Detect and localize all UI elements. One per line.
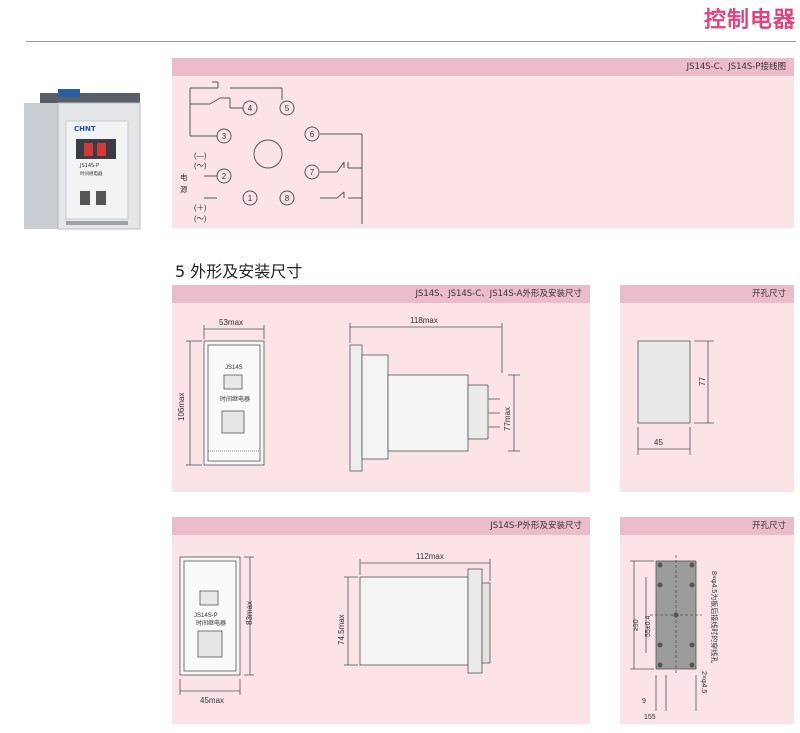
cutout-p-holes-note: 8×φ4.5为板后接线时的穿线孔 — [710, 571, 719, 663]
cutout-p-dim-55: 55±0.4 — [645, 616, 652, 637]
photo-brand: CHNT — [74, 125, 96, 133]
cutout-p-dim-90: ≥90 — [633, 619, 640, 631]
minus-ac-label: (～) — [194, 161, 207, 170]
wiring-diagram: 4 5 3 6 2 7 1 8 (—) (～) 电 源 (＋) (～) — [180, 81, 363, 224]
cutout-p-dim-9: 9 — [642, 698, 646, 705]
cutout-panel-a: 开孔尺寸 45 77 — [620, 285, 794, 492]
plus-label: (＋) — [194, 203, 207, 212]
dims-panel-a-title: JS14S、JS14S-C、JS14S-A外形及安装尺寸 — [172, 285, 590, 303]
dev-p-model: JS14S-P — [194, 613, 218, 619]
photo-model: JS14S-P — [80, 163, 100, 169]
dim-p-depth: 112max — [416, 552, 444, 561]
cutout-panel-p-title: 开孔尺寸 — [620, 517, 794, 535]
power-label-2: 源 — [180, 185, 188, 194]
dim-p-width: 45max — [200, 696, 224, 705]
cutout-p-dim-155: 155 — [644, 714, 656, 721]
terminal-4: 4 — [248, 104, 253, 113]
dim-p-side-height: 74.5max — [337, 614, 346, 645]
minus-label: (—) — [194, 151, 207, 160]
cutout-panel-a-title: 开孔尺寸 — [620, 285, 794, 303]
dim-a-depth: 118max — [410, 316, 438, 325]
dim-p-height: 83max — [245, 601, 254, 625]
dims-p-drawing: 83max 45max 112max 74.5max JS14S-P 时间继电器 — [179, 552, 491, 705]
dim-a-width: 53max — [219, 318, 243, 327]
cutout-a-height: 77 — [698, 377, 707, 386]
brand-title: 控制电器 — [703, 8, 796, 33]
power-label-1: 电 — [180, 172, 188, 182]
dims-panel-p: JS14S-P外形及安装尺寸 83max 45max 112max — [172, 517, 590, 724]
terminal-1: 1 — [248, 194, 253, 203]
dim-a-side-height: 77max — [503, 407, 512, 431]
dims-panel-a: JS14S、JS14S-C、JS14S-A外形及安装尺寸 — [172, 285, 590, 492]
wiring-panel-title: JS14S-C、JS14S-P接线图 — [172, 58, 794, 76]
cutout-panel-p: 开孔尺寸 55±0.4 ≥90 9 155 8×φ4.5为板后接线时的穿线孔 2… — [620, 517, 794, 724]
cutout-a-width: 45 — [654, 438, 663, 447]
terminal-6: 6 — [310, 130, 315, 139]
dev-p-name: 时间继电器 — [196, 619, 226, 627]
product-photo: CHNT JS14S-P 时间继电器 — [22, 85, 152, 235]
wiring-panel: JS14S-C、JS14S-P接线图 — [172, 58, 794, 228]
plus-ac-label: (～) — [194, 214, 207, 223]
terminal-8: 8 — [285, 194, 290, 203]
cutout-p-drawing: 55±0.4 ≥90 9 155 8×φ4.5为板后接线时的穿线孔 2×φ4.5 — [630, 555, 719, 721]
dims-a-drawing: 53max 106max 118max 77max JS14S 时间继电器 — [177, 316, 520, 472]
cutout-a-drawing: 45 77 — [637, 340, 714, 455]
photo-subtitle: 时间继电器 — [80, 172, 103, 177]
dim-a-height: 106max — [177, 393, 186, 421]
terminal-2: 2 — [222, 172, 227, 181]
dev-a-model: JS14S — [225, 365, 243, 371]
header-rule — [26, 41, 796, 42]
cutout-p-holes-note2: 2×φ4.5 — [700, 671, 707, 693]
dims-panel-p-title: JS14S-P外形及安装尺寸 — [172, 517, 590, 535]
terminal-7: 7 — [310, 168, 315, 177]
terminal-5: 5 — [285, 104, 290, 113]
terminal-3: 3 — [222, 132, 227, 141]
section-title: 5 外形及安装尺寸 — [175, 262, 303, 281]
dev-a-name: 时间继电器 — [220, 395, 250, 403]
